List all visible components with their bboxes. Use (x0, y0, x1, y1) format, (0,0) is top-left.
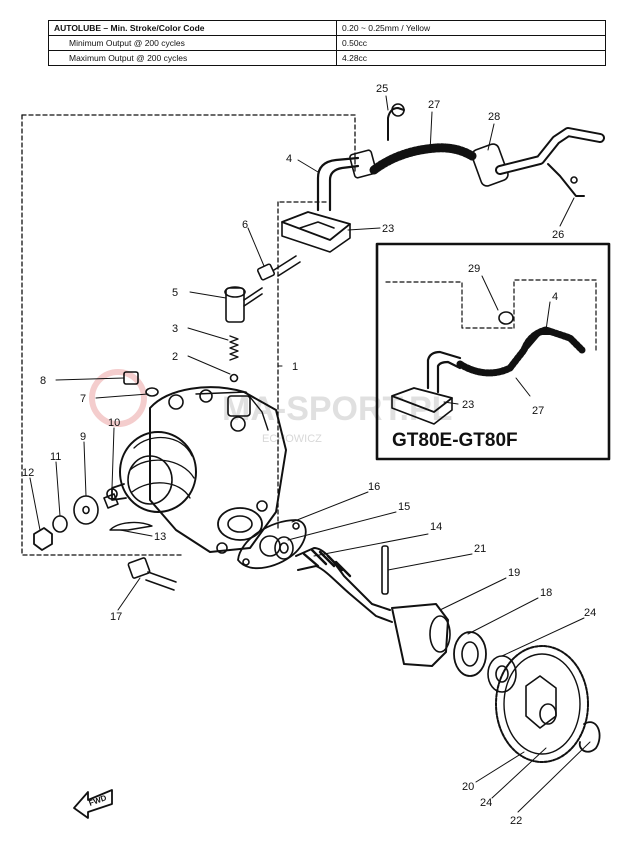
callout-16: 16 (368, 481, 380, 493)
callout-10: 10 (108, 417, 120, 429)
callout-18: 18 (540, 587, 552, 599)
callout-20: 20 (462, 781, 474, 793)
check-spring (229, 335, 239, 383)
inset-callout-29: 29 (468, 263, 480, 275)
callout-23: 23 (382, 223, 394, 235)
inset-callout-4: 4 (552, 291, 558, 303)
callout-14: 14 (430, 521, 442, 533)
spec-row: AUTOLUBE – Min. Stroke/Color Code 0.20 ~… (48, 20, 606, 36)
callout-26: 26 (552, 229, 564, 241)
callout-11: 11 (50, 451, 61, 463)
inset-callout-27: 27 (532, 405, 544, 417)
drive-gear (487, 645, 601, 763)
spec-row: Maximum Output @ 200 cycles 4.28cc (48, 50, 606, 66)
bolt (127, 557, 177, 591)
group-outline-pump (21, 114, 356, 556)
drive-shaft (295, 545, 487, 677)
callout-1: 1 (292, 361, 298, 373)
callout-22: 22 (510, 815, 522, 827)
pump-gasket (237, 519, 307, 570)
leader-lines (29, 95, 591, 813)
callout-4: 4 (286, 153, 292, 165)
inset-title: GT80E-GT80F (392, 430, 518, 451)
fwd-arrow-icon: FWD (73, 789, 113, 819)
callout-19: 19 (508, 567, 520, 579)
callout-8: 8 (40, 375, 46, 387)
callout-17: 17 (110, 611, 122, 623)
callout-25: 25 (376, 83, 388, 95)
callout-24: 24 (584, 607, 596, 619)
callout-24: 24 (480, 797, 492, 809)
callout-28: 28 (488, 111, 500, 123)
callout-7: 7 (80, 393, 86, 405)
callout-6: 6 (242, 219, 248, 231)
callout-15: 15 (398, 501, 410, 513)
callout-3: 3 (172, 323, 178, 335)
watermark-subtext: ECHOWICZ (262, 433, 322, 445)
callout-27: 27 (428, 99, 440, 111)
banjo-fitting (224, 255, 301, 323)
inset-callout-23: 23 (462, 399, 474, 411)
callout-5: 5 (172, 287, 178, 299)
watermark-text: MA-SPORT.PL (222, 390, 452, 428)
spec-row: Minimum Output @ 200 cycles 0.50cc (48, 35, 606, 51)
grommet-upper (281, 211, 351, 253)
spec-value: 4.28cc (336, 50, 606, 66)
oil-pipe-assembly (316, 103, 605, 212)
callout-13: 13 (154, 531, 166, 543)
inset-variant (375, 242, 611, 461)
callout-2: 2 (172, 351, 178, 363)
callout-12: 12 (22, 467, 34, 479)
callout-9: 9 (80, 431, 86, 443)
spec-table: AUTOLUBE – Min. Stroke/Color Code 0.20 ~… (48, 20, 606, 66)
watermark-logo (89, 369, 147, 427)
pump-body (106, 386, 287, 554)
callout-21: 21 (474, 543, 486, 555)
callout-numbers: 25 27 28 4 23 6 26 5 3 2 1 8 7 10 9 11 1… (22, 83, 596, 827)
